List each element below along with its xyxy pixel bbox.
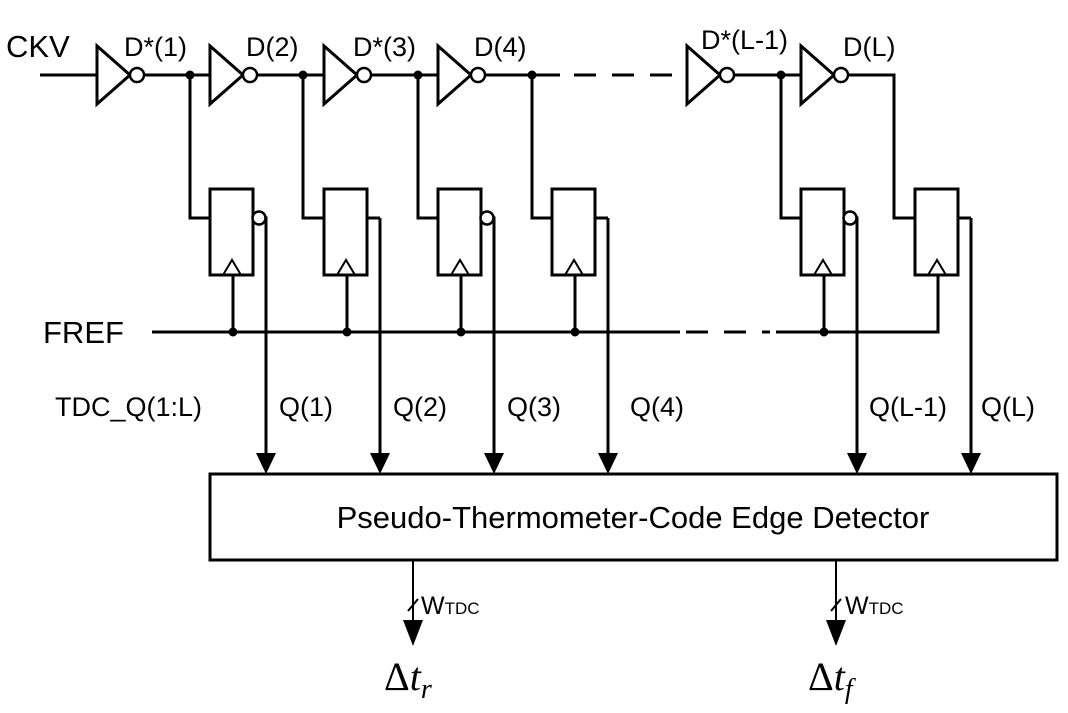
q-output-wires — [256, 216, 981, 474]
q-label-1: Q(1) — [279, 392, 333, 422]
flip-flop-L-1 — [799, 187, 858, 277]
inverter-3 — [322, 42, 373, 108]
output-falling: WTDC Δtf — [808, 560, 904, 705]
delay-line-wires — [40, 73, 915, 220]
tap-label-2: D(2) — [246, 32, 299, 62]
inverter-4 — [436, 42, 487, 108]
edge-detector-label: Pseudo-Thermometer-Code Edge Detector — [337, 500, 930, 535]
q-label-L-1: Q(L-1) — [869, 392, 947, 422]
inverter-L-1 — [685, 42, 736, 108]
svg-text:WTDC: WTDC — [421, 592, 480, 620]
delta-t-f-label: Δtf — [808, 654, 856, 705]
flip-flop-L — [913, 187, 971, 277]
svg-text:WTDC: WTDC — [845, 592, 904, 620]
bus-slash-icon — [830, 598, 842, 612]
bus-slash-icon — [407, 598, 419, 612]
q-label-3: Q(3) — [507, 392, 561, 422]
flip-flop-4 — [550, 187, 608, 277]
tap-connections — [185, 70, 801, 220]
output-rising: WTDC Δtr — [384, 560, 480, 705]
fref-clock-line — [152, 275, 940, 337]
fref-label: FREF — [43, 315, 124, 350]
bus-width-sub: TDC — [445, 599, 480, 618]
flip-flop-2 — [322, 187, 380, 277]
inverter-2 — [208, 42, 259, 108]
bus-label: TDC_Q(1:L) — [55, 392, 202, 422]
q-label-4: Q(4) — [630, 392, 684, 422]
q-label-L: Q(L) — [981, 392, 1035, 422]
flip-flop-1 — [208, 187, 267, 277]
tap-label-1: D*(1) — [124, 32, 187, 62]
tap-label-L-1: D*(L-1) — [701, 25, 788, 55]
ckv-label: CKV — [6, 29, 70, 64]
edge-detector-block — [208, 472, 1059, 562]
flip-flop-3 — [436, 187, 495, 277]
bus-width-sub: TDC — [869, 599, 904, 618]
tap-label-L: D(L) — [843, 32, 896, 62]
inverter-1 — [95, 42, 146, 108]
tap-label-3: D*(3) — [353, 32, 416, 62]
bus-width-main: W — [845, 592, 869, 620]
inverter-L — [799, 42, 850, 108]
delta-t-r-label: Δtr — [384, 654, 432, 705]
bus-width-main: W — [421, 592, 445, 620]
q-label-2: Q(2) — [393, 392, 447, 422]
tap-label-4: D(4) — [474, 32, 527, 62]
